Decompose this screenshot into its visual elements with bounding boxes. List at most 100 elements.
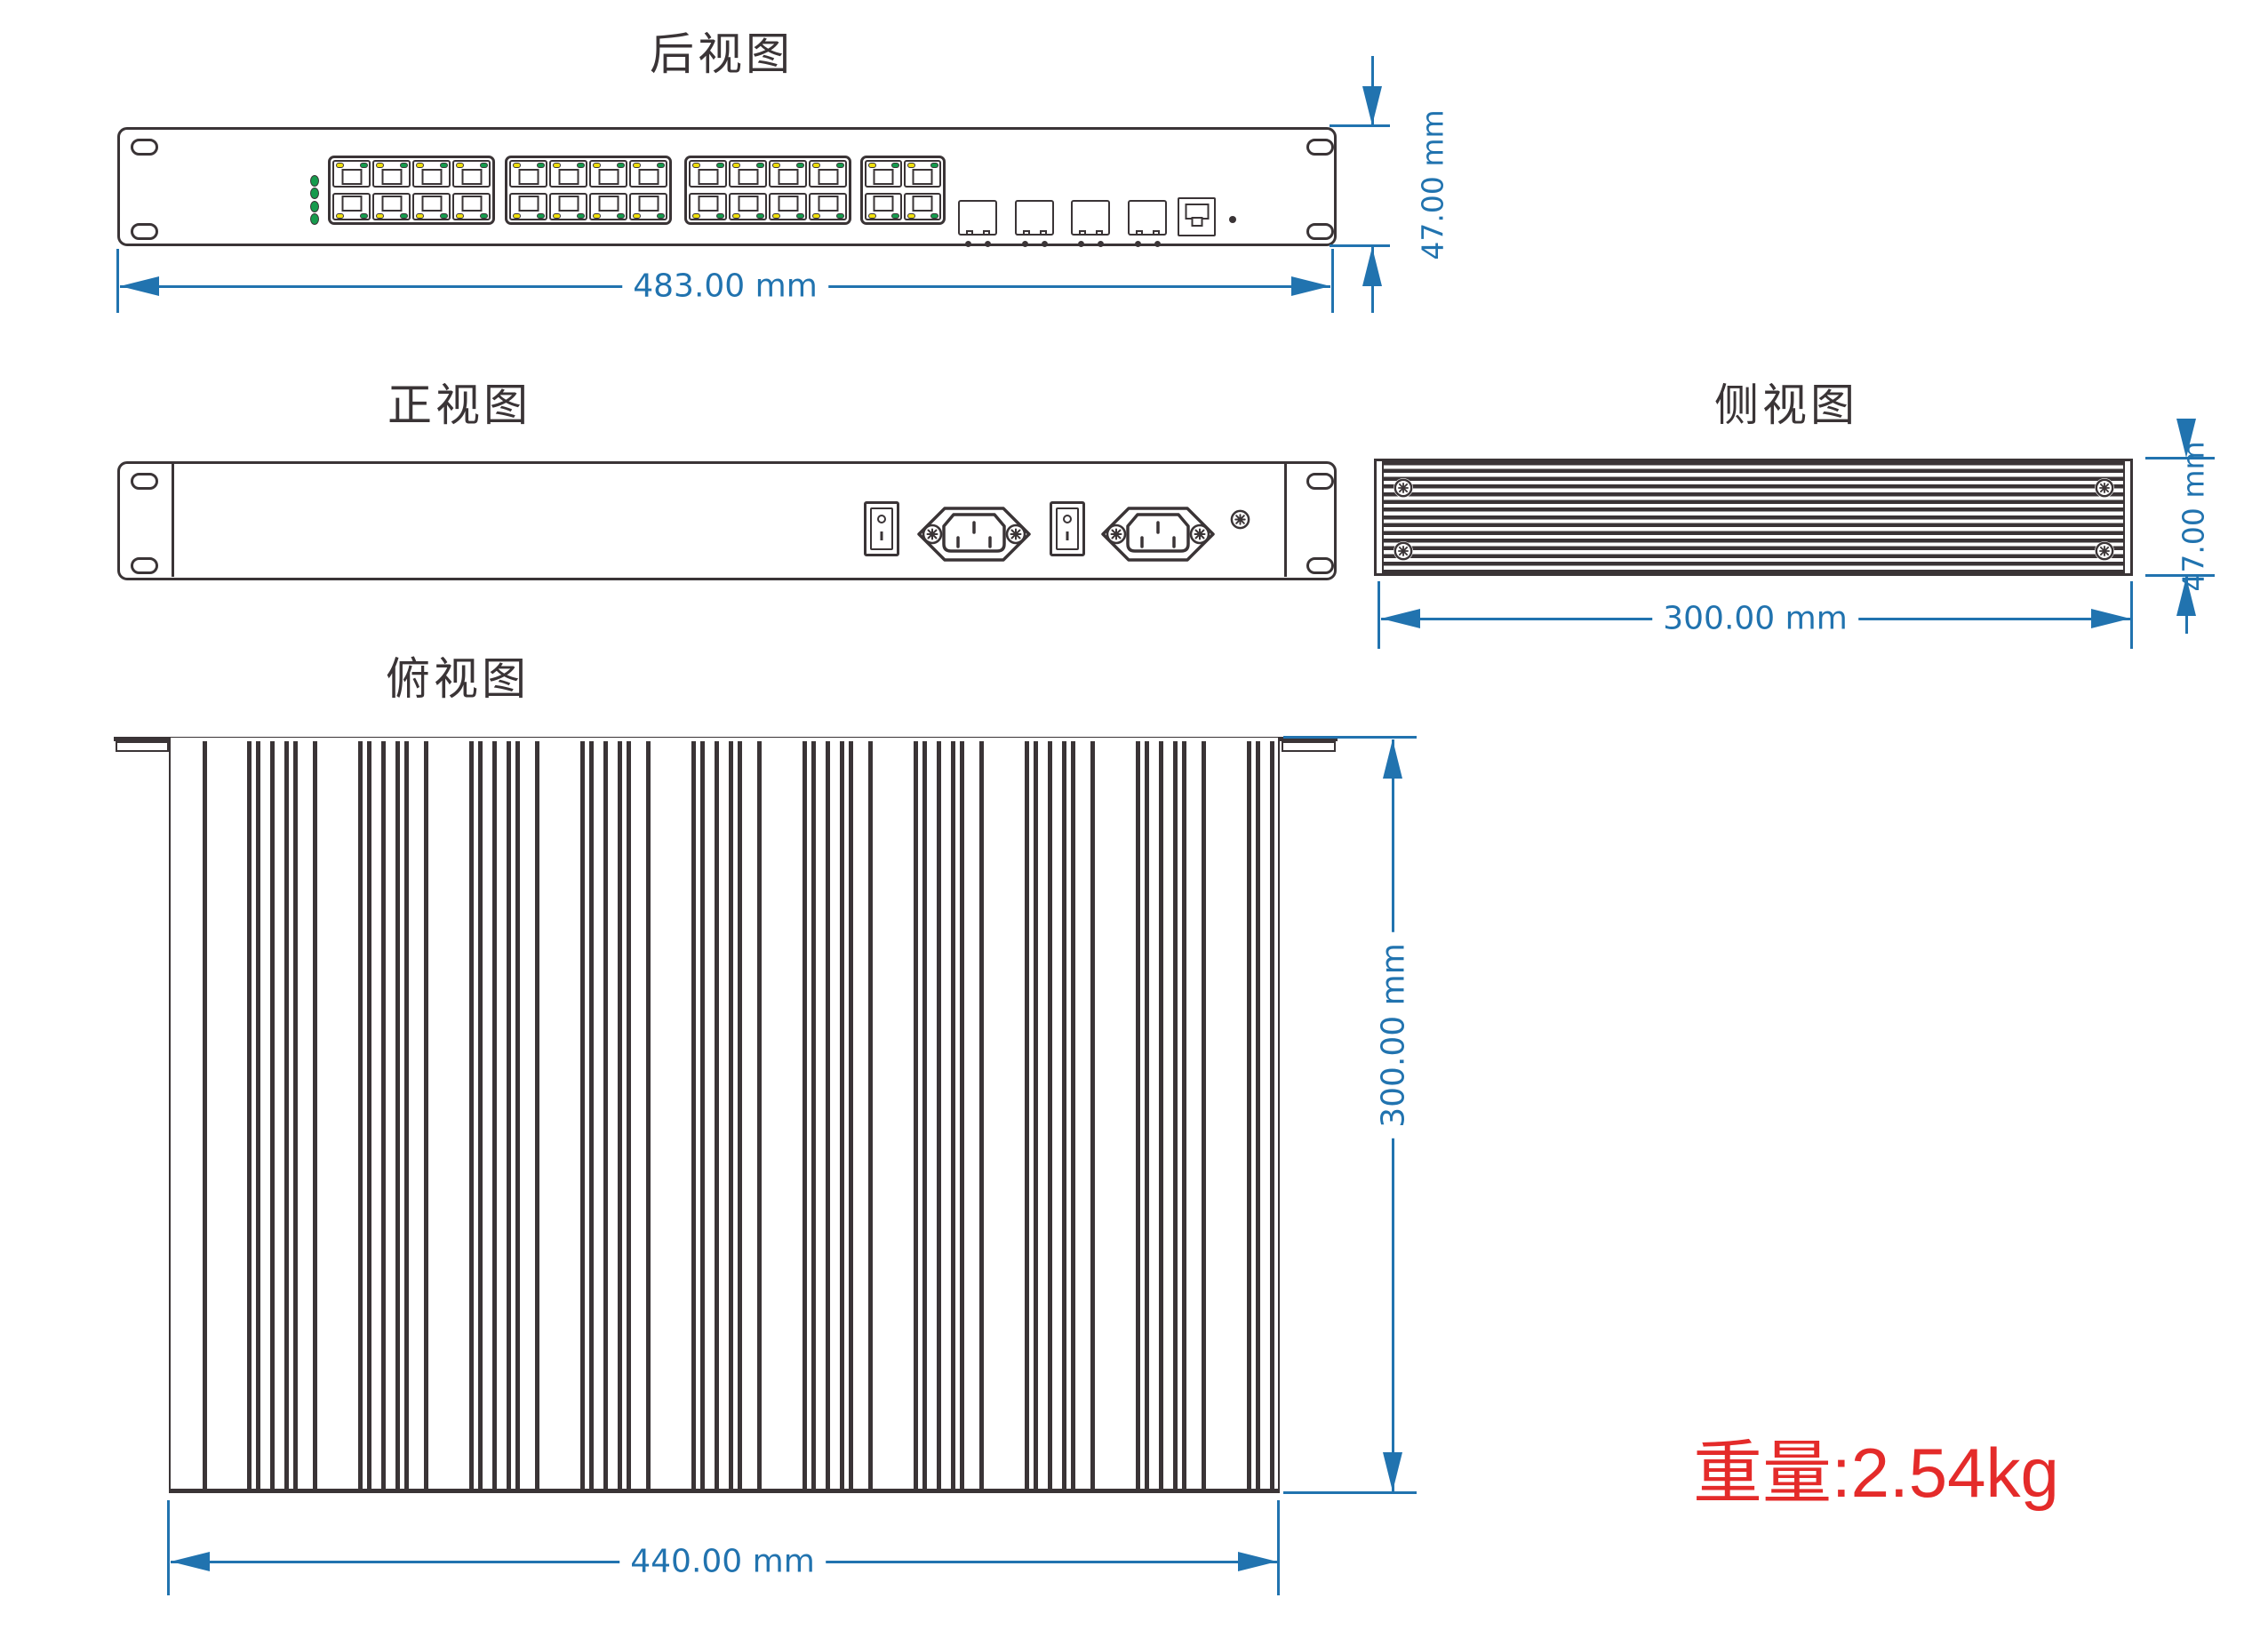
rj45-jack-opening bbox=[341, 169, 362, 185]
heatsink-fin bbox=[840, 741, 844, 1489]
screw-cross-icon bbox=[1394, 478, 1413, 498]
rj45-jack-opening bbox=[381, 169, 402, 185]
arrowhead-left bbox=[120, 276, 159, 296]
rear-view-title: 后视图 bbox=[650, 29, 794, 79]
rj45-port bbox=[412, 160, 451, 188]
heatsink-fin bbox=[1202, 741, 1206, 1489]
yellow-led bbox=[906, 212, 915, 219]
rj45-jack-opening bbox=[518, 196, 539, 212]
heatsink-fin bbox=[247, 741, 252, 1489]
rj45-port bbox=[589, 193, 627, 220]
heatsink-fin bbox=[284, 741, 289, 1489]
heatsink-fin bbox=[1034, 741, 1038, 1489]
screw-cross-icon bbox=[1394, 541, 1413, 561]
green-led bbox=[795, 212, 804, 219]
dimension-label: 483.00 mm bbox=[622, 268, 828, 305]
rj45-port bbox=[689, 160, 727, 188]
heatsink-fin bbox=[424, 741, 428, 1489]
yellow-led bbox=[867, 162, 876, 168]
rj45-port-block bbox=[860, 156, 946, 225]
screw-cross-icon bbox=[1189, 523, 1210, 545]
rj45-jack-opening bbox=[461, 196, 482, 212]
heatsink-fin bbox=[1071, 741, 1075, 1489]
rj45-jack-opening bbox=[873, 169, 894, 185]
arrowhead-up bbox=[1383, 739, 1402, 779]
sfp-led-dot bbox=[1078, 241, 1084, 247]
yellow-led bbox=[691, 162, 700, 168]
extension-line bbox=[1283, 736, 1417, 739]
arrowhead-down bbox=[1383, 1452, 1402, 1491]
heatsink-fin bbox=[627, 741, 631, 1489]
yellow-led bbox=[867, 212, 876, 219]
yellow-led bbox=[771, 162, 780, 168]
arrowhead-left bbox=[1381, 609, 1420, 628]
heatsink-fin bbox=[1247, 741, 1251, 1489]
rj45-jack-opening bbox=[818, 196, 838, 212]
sfp-notch bbox=[1022, 230, 1030, 236]
sfp-led-dot bbox=[1021, 241, 1028, 247]
heatsink-fin bbox=[960, 741, 964, 1489]
rj45-jack-opening bbox=[461, 169, 482, 185]
side-fin-stripes bbox=[1384, 461, 2123, 573]
heatsink-fin bbox=[691, 741, 696, 1489]
sfp-led-dot bbox=[1041, 241, 1048, 247]
arrowhead-down bbox=[1362, 86, 1382, 125]
heatsink-fin bbox=[951, 741, 955, 1489]
heatsink-fin bbox=[1136, 741, 1140, 1489]
heatsink-fin bbox=[1090, 741, 1095, 1489]
screw-cross-icon bbox=[922, 523, 943, 545]
panel-screw bbox=[1230, 509, 1250, 534]
heatsink-fin bbox=[203, 741, 207, 1489]
green-led bbox=[536, 212, 545, 219]
side-screw bbox=[1394, 478, 1413, 498]
rj45-port bbox=[865, 193, 902, 220]
extension-line bbox=[2145, 457, 2215, 459]
rocker-button bbox=[870, 507, 893, 550]
rj45-jack-opening bbox=[341, 196, 362, 212]
heatsink-fin bbox=[404, 741, 409, 1489]
rj45-jack-opening bbox=[598, 196, 619, 212]
heatsink-fin bbox=[358, 741, 363, 1489]
green-led bbox=[479, 162, 488, 168]
mounting-hole bbox=[131, 557, 158, 574]
heatsink-fin bbox=[1182, 741, 1186, 1489]
green-led bbox=[715, 212, 724, 219]
rj45-port bbox=[332, 160, 371, 188]
rj45-jack-opening bbox=[698, 169, 718, 185]
heatsink-fin bbox=[1173, 741, 1178, 1489]
extension-line bbox=[1283, 1491, 1417, 1494]
extension-line bbox=[1378, 581, 1380, 649]
heatsink-fin bbox=[922, 741, 927, 1489]
green-led bbox=[795, 162, 804, 168]
rj45-port bbox=[332, 193, 371, 220]
green-led bbox=[715, 162, 724, 168]
rj45-port-block bbox=[684, 156, 851, 225]
sfp-notch bbox=[1039, 230, 1047, 236]
heatsink-fin bbox=[603, 741, 608, 1489]
rack-ear-tab-right bbox=[1282, 741, 1336, 752]
yellow-led bbox=[455, 162, 464, 168]
side-screw bbox=[2095, 478, 2114, 498]
heatsink-fin bbox=[757, 741, 762, 1489]
rocker-off-mark bbox=[1063, 515, 1072, 523]
rj45-port bbox=[865, 160, 902, 188]
heatsink-fin bbox=[270, 741, 275, 1489]
sfp-port bbox=[1014, 200, 1054, 236]
rj45-port bbox=[589, 160, 627, 188]
green-led bbox=[479, 212, 488, 219]
heatsink-fin bbox=[507, 741, 511, 1489]
rj45-port bbox=[452, 160, 491, 188]
rj45-jack-opening bbox=[818, 169, 838, 185]
rj45-port bbox=[904, 193, 941, 220]
rj45-jack-opening bbox=[738, 169, 758, 185]
heatsink-fin bbox=[1025, 741, 1029, 1489]
ear-divider-line bbox=[1284, 464, 1287, 577]
extension-line bbox=[1330, 124, 1390, 127]
extension-line bbox=[1277, 1500, 1280, 1595]
green-led bbox=[616, 212, 625, 219]
green-led bbox=[439, 212, 448, 219]
rj45-port bbox=[372, 193, 411, 220]
front-view-title: 正视图 bbox=[387, 380, 531, 430]
rj45-jack-opening bbox=[558, 196, 579, 212]
heatsink-fin bbox=[700, 741, 705, 1489]
